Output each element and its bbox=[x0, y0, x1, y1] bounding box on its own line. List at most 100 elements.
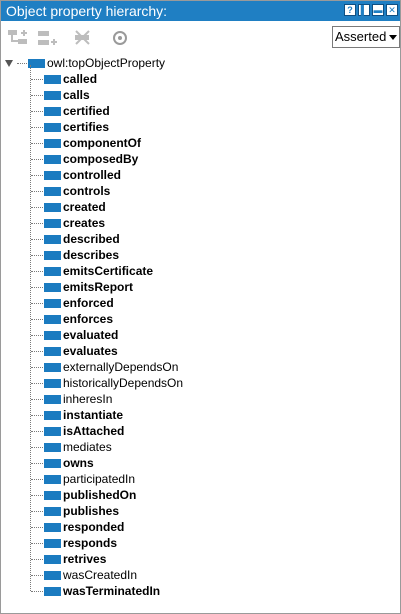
tree-connector-branch bbox=[31, 127, 43, 128]
object-property-icon bbox=[44, 202, 61, 212]
tree-connector-branch bbox=[31, 399, 43, 400]
tree-connector-branch bbox=[31, 351, 43, 352]
tree-item-certifies[interactable]: certifies bbox=[44, 119, 109, 135]
tree-root-row[interactable]: owl:topObjectProperty bbox=[5, 55, 165, 71]
tree-item-enforced[interactable]: enforced bbox=[44, 295, 114, 311]
add-sibling-property-icon[interactable] bbox=[37, 28, 59, 48]
tree-connector-branch bbox=[31, 159, 43, 160]
tree-connector-branch bbox=[31, 111, 43, 112]
tree-connector-branch bbox=[31, 271, 43, 272]
view-mode-select[interactable]: Asserted bbox=[332, 26, 400, 48]
tree-item-externallyDependsOn[interactable]: externallyDependsOn bbox=[44, 359, 178, 375]
object-property-icon bbox=[44, 186, 61, 196]
tree-item-controlled[interactable]: controlled bbox=[44, 167, 121, 183]
tree-item-label: emitsReport bbox=[63, 280, 134, 294]
minimize-icon[interactable]: ▬ bbox=[372, 4, 384, 16]
tree-item-publishes[interactable]: publishes bbox=[44, 503, 119, 519]
tree-item-described[interactable]: described bbox=[44, 231, 120, 247]
object-property-icon bbox=[44, 570, 61, 580]
tree-item-label: wasTerminatedIn bbox=[63, 584, 161, 598]
tree-connector-branch bbox=[31, 495, 43, 496]
object-property-icon bbox=[44, 266, 61, 276]
tree-item-emitsCertificate[interactable]: emitsCertificate bbox=[44, 263, 153, 279]
tree-item-evaluated[interactable]: evaluated bbox=[44, 327, 118, 343]
object-property-icon bbox=[28, 58, 45, 68]
tree-item-evaluates[interactable]: evaluates bbox=[44, 343, 118, 359]
toolbar bbox=[1, 22, 400, 54]
tree-item-componentOf[interactable]: componentOf bbox=[44, 135, 141, 151]
object-property-icon bbox=[44, 554, 61, 564]
object-property-icon bbox=[44, 538, 61, 548]
tree-item-instantiate[interactable]: instantiate bbox=[44, 407, 123, 423]
tree-connector-branch bbox=[31, 575, 43, 576]
tree-item-emitsReport[interactable]: emitsReport bbox=[44, 279, 133, 295]
tree-connector-branch bbox=[31, 367, 43, 368]
tree-item-label: publishes bbox=[63, 504, 120, 518]
tree-connector-branch bbox=[31, 511, 43, 512]
tree-item-historicallyDependsOn[interactable]: historicallyDependsOn bbox=[44, 375, 183, 391]
object-property-icon bbox=[44, 314, 61, 324]
object-property-icon bbox=[44, 330, 61, 340]
tree-connector-branch bbox=[31, 175, 43, 176]
tree-connector-branch bbox=[31, 319, 43, 320]
add-subproperty-icon[interactable] bbox=[7, 28, 29, 48]
object-property-icon bbox=[44, 122, 61, 132]
delete-property-icon[interactable] bbox=[73, 28, 93, 48]
watch-icon[interactable] bbox=[111, 28, 131, 48]
tree-item-label: evaluated bbox=[63, 328, 119, 342]
panel-titlebar: Object property hierarchy: ? ▌ ▬ ✕ bbox=[1, 1, 400, 21]
tree-item-publishedOn[interactable]: publishedOn bbox=[44, 487, 136, 503]
object-property-icon bbox=[44, 426, 61, 436]
split-icon[interactable]: ▌ bbox=[358, 4, 370, 16]
tree-connector-branch bbox=[31, 287, 43, 288]
tree-item-retrives[interactable]: retrives bbox=[44, 551, 106, 567]
tree-item-label: instantiate bbox=[63, 408, 124, 422]
tree-item-created[interactable]: created bbox=[44, 199, 106, 215]
tree-item-label: retrives bbox=[63, 552, 107, 566]
tree-item-isAttached[interactable]: isAttached bbox=[44, 423, 124, 439]
tree-item-label: certified bbox=[63, 104, 110, 118]
tree-item-label: composedBy bbox=[63, 152, 139, 166]
tree-item-wasTerminatedIn[interactable]: wasTerminatedIn bbox=[44, 583, 160, 599]
tree-item-mediates[interactable]: mediates bbox=[44, 439, 112, 455]
tree-connector-branch bbox=[31, 415, 43, 416]
tree-connector-branch bbox=[31, 143, 43, 144]
object-property-icon bbox=[44, 298, 61, 308]
tree-item-enforces[interactable]: enforces bbox=[44, 311, 113, 327]
object-property-icon bbox=[44, 282, 61, 292]
expand-toggle-icon[interactable] bbox=[5, 59, 13, 67]
tree-item-describes[interactable]: describes bbox=[44, 247, 119, 263]
object-property-icon bbox=[44, 74, 61, 84]
tree-item-owns[interactable]: owns bbox=[44, 455, 94, 471]
tree-item-called[interactable]: called bbox=[44, 71, 97, 87]
tree-connector-branch bbox=[31, 255, 43, 256]
tree-item-responds[interactable]: responds bbox=[44, 535, 117, 551]
tree-item-label: created bbox=[63, 200, 106, 214]
tree-connector-branch bbox=[31, 527, 43, 528]
tree-item-composedBy[interactable]: composedBy bbox=[44, 151, 138, 167]
tree-connector-branch bbox=[31, 239, 43, 240]
tree-item-label: certifies bbox=[63, 120, 110, 134]
tree-item-responded[interactable]: responded bbox=[44, 519, 124, 535]
tree-item-label: owns bbox=[63, 456, 94, 470]
help-icon[interactable]: ? bbox=[344, 4, 356, 16]
tree-item-creates[interactable]: creates bbox=[44, 215, 105, 231]
object-property-icon bbox=[44, 394, 61, 404]
object-property-icon bbox=[44, 138, 61, 148]
tree-item-wasCreatedIn[interactable]: wasCreatedIn bbox=[44, 567, 137, 583]
object-property-icon bbox=[44, 586, 61, 596]
object-property-icon bbox=[44, 346, 61, 356]
tree-item-controls[interactable]: controls bbox=[44, 183, 110, 199]
tree-item-participatedIn[interactable]: participatedIn bbox=[44, 471, 135, 487]
tree-connector-branch bbox=[31, 591, 43, 592]
tree-item-certified[interactable]: certified bbox=[44, 103, 110, 119]
close-icon[interactable]: ✕ bbox=[386, 4, 398, 16]
tree-connector-branch bbox=[31, 207, 43, 208]
tree-item-label: called bbox=[63, 72, 98, 86]
tree-item-calls[interactable]: calls bbox=[44, 87, 90, 103]
tree-item-inheresIn[interactable]: inheresIn bbox=[44, 391, 112, 407]
window-buttons: ? ▌ ▬ ✕ bbox=[344, 4, 398, 16]
object-property-icon bbox=[44, 106, 61, 116]
tree-connector-branch bbox=[31, 191, 43, 192]
tree-item-label: mediates bbox=[63, 440, 112, 454]
